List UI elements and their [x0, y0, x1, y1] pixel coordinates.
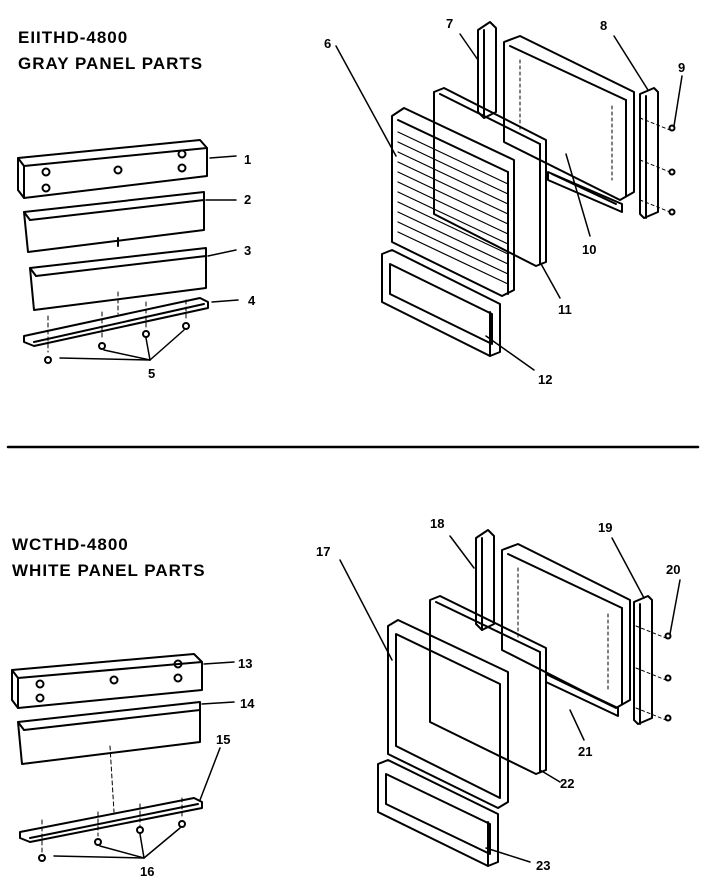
- callout-7: 7: [446, 16, 453, 31]
- callout-16: 16: [140, 864, 154, 879]
- callout-2: 2: [244, 192, 251, 207]
- part-23-bottom-trim: [377, 759, 499, 867]
- part-5-screws: [44, 322, 190, 364]
- part-20-screws: [664, 632, 672, 722]
- callout-4: 4: [248, 293, 256, 308]
- callout-5: 5: [148, 366, 155, 381]
- part-19-hinge-strip: [633, 595, 653, 725]
- callout-22: 22: [560, 776, 574, 791]
- bottom-right-assembly: [339, 529, 681, 867]
- callout-9: 9: [678, 60, 685, 75]
- white-back-frame: [501, 543, 631, 709]
- callout-8: 8: [600, 18, 607, 33]
- part-12-bottom-trim: [381, 249, 501, 357]
- callout-1: 1: [244, 152, 251, 167]
- callout-6: 6: [324, 36, 331, 51]
- bottom-section-title: WHITE PANEL PARTS: [12, 561, 206, 580]
- part-15-channel: [19, 797, 203, 843]
- part-6-ribbed-panel: [391, 107, 515, 297]
- callout-23: 23: [536, 858, 550, 873]
- callout-12: 12: [538, 372, 552, 387]
- callout-14: 14: [240, 696, 255, 711]
- callout-17: 17: [316, 544, 330, 559]
- part-14-panel: [17, 701, 201, 765]
- part-13-bracket: [11, 653, 203, 709]
- bottom-left-parts: [11, 653, 235, 862]
- part-4-channel: [23, 297, 209, 347]
- callout-19: 19: [598, 520, 612, 535]
- top-section-title: GRAY PANEL PARTS: [18, 54, 204, 73]
- callout-21: 21: [578, 744, 592, 759]
- callout-13: 13: [238, 656, 252, 671]
- part-11-inner-panel: [433, 87, 547, 267]
- top-model-number: EIITHD-4800: [18, 28, 129, 47]
- part-2-panel: [23, 191, 205, 253]
- part-22-inner-panel: [429, 595, 547, 775]
- callout-11: 11: [558, 302, 572, 317]
- callout-3: 3: [244, 243, 251, 258]
- part-18-hinge-strip: [475, 529, 495, 631]
- part-17-white-panel: [387, 619, 509, 809]
- part-1-bracket: [17, 139, 208, 199]
- part-8-hinge-strip: [639, 87, 659, 219]
- part-16-screws: [38, 820, 186, 862]
- part-3-panel: [29, 247, 207, 311]
- part-9-screws: [668, 124, 676, 216]
- callout-15: 15: [216, 732, 230, 747]
- top-left-parts: [17, 139, 239, 364]
- callout-10: 10: [582, 242, 596, 257]
- callout-18: 18: [430, 516, 444, 531]
- part-10-back-frame: [503, 35, 635, 201]
- part-7-hinge-strip: [477, 21, 497, 119]
- top-right-assembly: [335, 21, 683, 371]
- bottom-model-number: WCTHD-4800: [12, 535, 129, 554]
- callout-20: 20: [666, 562, 680, 577]
